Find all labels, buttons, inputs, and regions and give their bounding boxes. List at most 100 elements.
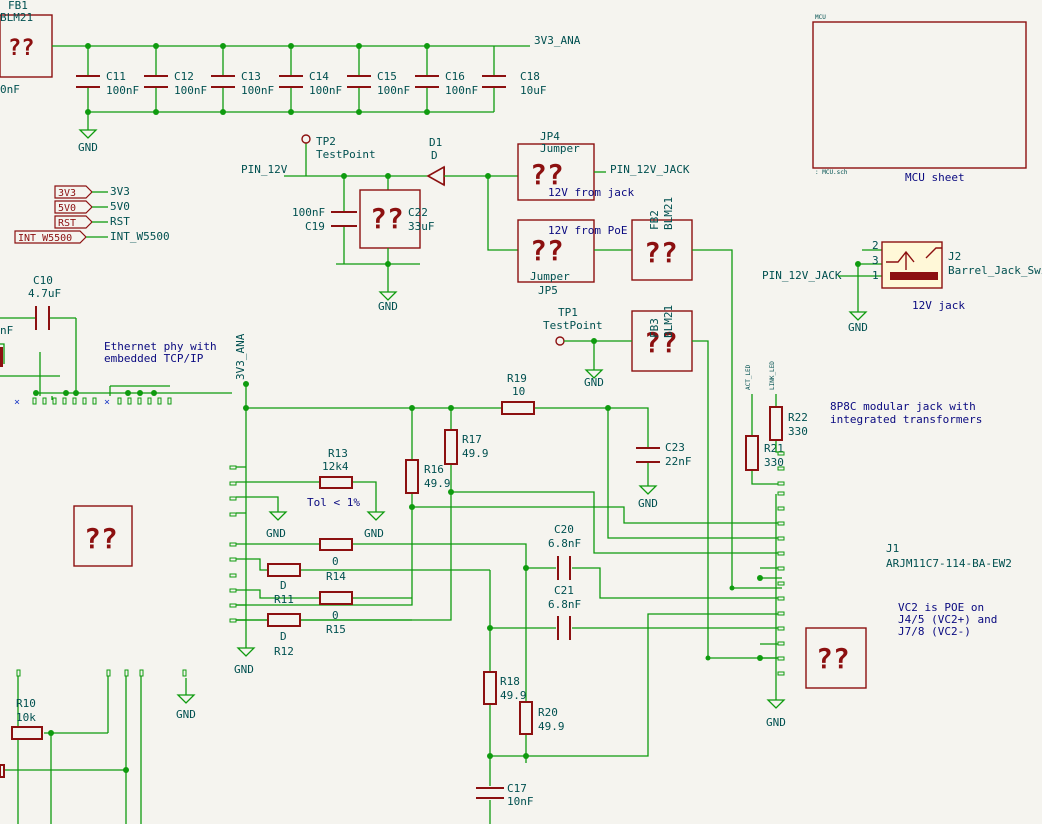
- testpoint-tp1[interactable]: TP1 TestPoint: [543, 306, 603, 346]
- j1-value: ARJM11C7-114-BA-EW2: [886, 557, 1012, 570]
- svg-text:1: 1: [872, 269, 879, 282]
- resistor-r10[interactable]: R10 10k: [11, 697, 43, 740]
- svg-text:JP5: JP5: [538, 284, 558, 297]
- jumper-jp4[interactable]: ?? JP4 Jumper 12V from jack: [517, 130, 634, 201]
- svg-text:GND: GND: [266, 527, 286, 540]
- resistor-r22[interactable]: R22 330: [769, 406, 808, 441]
- fb1-ref: FB1: [8, 0, 28, 12]
- capacitor-c21[interactable]: C21 6.8nF: [548, 584, 581, 640]
- svg-text:Jumper: Jumper: [540, 142, 580, 155]
- svg-text:R16: R16: [424, 463, 444, 476]
- svg-text:GND: GND: [766, 716, 786, 729]
- capacitor-c12[interactable]: C12 100nF: [144, 46, 207, 112]
- capacitor-c16[interactable]: C16 100nF: [415, 46, 478, 112]
- gnd-symbol-tp1: GND: [584, 369, 604, 389]
- resistor-r13[interactable]: R13 12k4 Tol < 1%: [307, 447, 360, 509]
- svg-text:C23: C23: [665, 441, 685, 454]
- j1-pin-column: [777, 451, 785, 676]
- junction-dots-top: [85, 43, 430, 115]
- svg-text:100nF: 100nF: [445, 84, 478, 97]
- capacitor-c23[interactable]: C23 22nF: [636, 441, 692, 468]
- svg-text:C17: C17: [507, 782, 527, 795]
- svg-text:??: ??: [816, 642, 850, 675]
- svg-text:R17: R17: [462, 433, 482, 446]
- capacitor-c11[interactable]: C11 100nF: [76, 46, 139, 112]
- svg-text:3V3: 3V3: [58, 188, 76, 199]
- barrel-jack-j2[interactable]: 2 3 1 J2 Barrel_Jack_Swit 12V jack: [872, 239, 1042, 312]
- fb1-ferrite-bead[interactable]: ?? FB1 BLM21 0nF: [0, 0, 53, 96]
- testpoint-tp2[interactable]: TP2 TestPoint: [301, 134, 376, 161]
- capacitor-c17[interactable]: C17 10nF: [476, 782, 534, 808]
- svg-text:10k: 10k: [16, 711, 36, 724]
- svg-text:TP2: TP2: [316, 135, 336, 148]
- svg-text:R15: R15: [326, 623, 346, 636]
- note-poe-line1: VC2 is POE on: [898, 601, 984, 614]
- ferrite-bead-fb3[interactable]: ?? FB3 BLM21: [631, 305, 693, 372]
- svg-text:GND: GND: [176, 708, 196, 721]
- resistor-r17[interactable]: R17 49.9: [444, 429, 489, 465]
- gnd-symbol-bottom: GND: [176, 678, 196, 721]
- svg-text:12k4: 12k4: [322, 460, 349, 473]
- resistor-r14[interactable]: D 0 R14: [267, 555, 346, 592]
- svg-text:100nF: 100nF: [309, 84, 342, 97]
- w5500-pin-row: [32, 397, 172, 405]
- capacitor-c13[interactable]: C13 100nF: [211, 46, 274, 112]
- unknown-symbol-j1[interactable]: ??: [805, 627, 867, 689]
- svg-text:D: D: [280, 630, 287, 643]
- net-label-act-led: ACT_LED: [745, 364, 752, 390]
- svg-text:5V0: 5V0: [110, 200, 130, 213]
- svg-text:C10: C10: [33, 274, 53, 287]
- gnd-symbol-j2: GND: [848, 311, 868, 334]
- net-label-link-led: LINK_LED: [769, 361, 776, 390]
- resistor-r21[interactable]: R21 330: [745, 435, 784, 471]
- gnd-symbol-c23: GND: [638, 485, 658, 510]
- gnd-symbol-top: GND: [78, 129, 98, 154]
- global-label-rst: RST RST: [54, 215, 130, 229]
- svg-text:GND: GND: [78, 141, 98, 154]
- svg-text:R13: R13: [328, 447, 348, 460]
- capacitor-c22[interactable]: ?? C22 33uF: [359, 189, 435, 249]
- svg-text:R10: R10: [16, 697, 36, 710]
- resistor-r14-upper[interactable]: [319, 538, 353, 551]
- capacitor-c15[interactable]: C15 100nF: [347, 46, 410, 112]
- svg-text:RST: RST: [110, 215, 130, 228]
- svg-text:TestPoint: TestPoint: [316, 148, 376, 161]
- svg-text:TestPoint: TestPoint: [543, 319, 603, 332]
- resistor-r20[interactable]: R20 49.9: [519, 701, 565, 735]
- svg-text:4.7uF: 4.7uF: [28, 287, 61, 300]
- net-label-pin-12v-jack-left: PIN_12V_JACK: [762, 269, 842, 282]
- capacitor-c18[interactable]: C18 10uF: [482, 46, 547, 112]
- resistor-r18[interactable]: R18 49.9: [483, 671, 527, 705]
- svg-text:FB2: FB2: [648, 210, 661, 230]
- svg-text:12V jack: 12V jack: [912, 299, 965, 312]
- svg-text:MCU: MCU: [815, 14, 826, 21]
- unknown-symbol-w5500[interactable]: ??: [73, 505, 133, 567]
- resistor-r19[interactable]: R19 10: [501, 372, 535, 415]
- capacitor-c10[interactable]: C10 4.7uF nF: [0, 274, 76, 337]
- svg-text:??: ??: [530, 158, 564, 191]
- no-connect-1: ×: [14, 397, 20, 408]
- capacitor-c14[interactable]: C14 100nF: [279, 46, 342, 112]
- svg-text:5V0: 5V0: [58, 203, 76, 214]
- capacitor-c20[interactable]: C20 6.8nF: [548, 523, 581, 580]
- capacitor-c19[interactable]: 100nF C19: [292, 206, 357, 233]
- svg-text:49.9: 49.9: [424, 477, 451, 490]
- global-label-int-w5500: INT_W5500 INT_W5500: [14, 230, 170, 244]
- svg-text:C21: C21: [554, 584, 574, 597]
- svg-text:100nF: 100nF: [174, 84, 207, 97]
- resistor-r11[interactable]: R11 0 R15: [274, 591, 353, 636]
- mcu-sheet-block[interactable]: MCU : MCU.sch MCU sheet: [812, 14, 1027, 184]
- svg-text:JP4: JP4: [540, 130, 560, 143]
- svg-text:TP1: TP1: [558, 306, 578, 319]
- gnd-symbol-r13: GND GND: [266, 511, 386, 540]
- svg-text:??: ??: [644, 236, 678, 269]
- jumper-jp5[interactable]: ?? 12V from PoE Jumper JP5: [517, 219, 627, 297]
- svg-text:0: 0: [332, 609, 339, 622]
- net-label-3v3-ana-top: 3V3_ANA: [534, 34, 581, 47]
- svg-text:C12: C12: [174, 70, 194, 83]
- resistor-r12[interactable]: D R12: [267, 613, 301, 658]
- svg-text:49.9: 49.9: [462, 447, 489, 460]
- ferrite-bead-fb2[interactable]: ?? FB2 BLM21: [631, 197, 693, 281]
- resistor-r16[interactable]: R16 49.9: [405, 459, 451, 494]
- diode-d1[interactable]: D1 D: [426, 136, 445, 187]
